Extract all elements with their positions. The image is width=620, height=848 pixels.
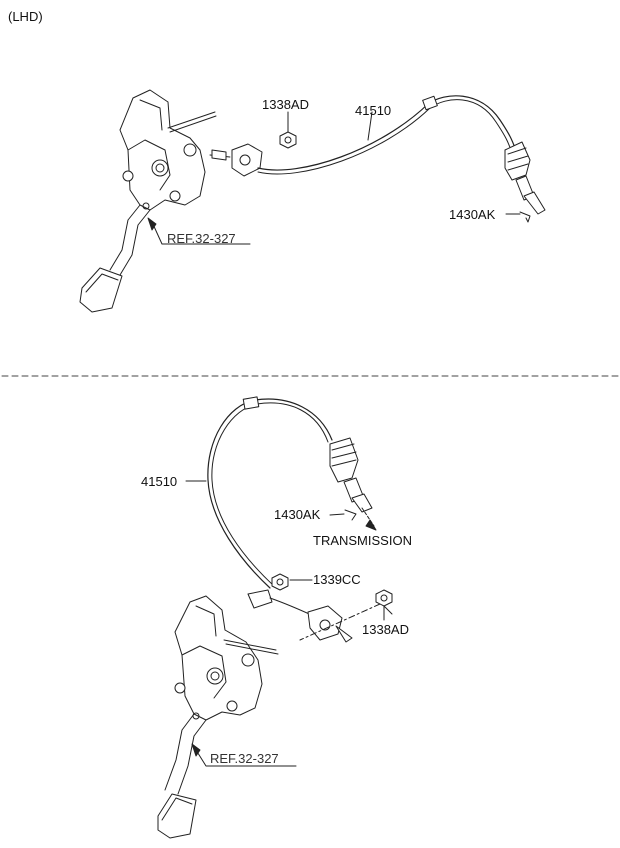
bottom-nut-1338ad <box>375 589 393 607</box>
bottom-part-label-1339cc: 1339CC <box>313 572 361 587</box>
bottom-cable-41510 <box>207 398 333 589</box>
top-pedal-assembly <box>79 89 217 313</box>
bottom-part-label-1430ak: 1430AK <box>274 507 321 522</box>
bottom-pedal-assembly <box>157 595 279 839</box>
transmission-label: TRANSMISSION <box>313 533 412 548</box>
top-ref-arrow <box>151 221 251 245</box>
top-cable-end-fitting <box>211 143 263 177</box>
top-clip-1430ak <box>519 211 531 223</box>
top-part-label-1338ad: 1338AD <box>262 97 309 112</box>
bottom-part-label-1338ad: 1338AD <box>362 622 409 637</box>
top-part-label-41510: 41510 <box>355 103 392 118</box>
variant-label: (LHD) <box>8 9 43 24</box>
bottom-part-label-41510: 41510 <box>141 474 178 489</box>
bottom-transmission-end-fitting <box>329 437 373 513</box>
bottom-ref-label: REF.32-327 <box>210 751 279 766</box>
top-ref-label: REF.32-327 <box>167 231 236 246</box>
top-transmission-end-fitting <box>504 141 546 215</box>
bottom-cable-end-fitting <box>247 589 353 643</box>
bottom-clip-1430ak <box>344 509 357 521</box>
top-part-label-1430ak: 1430AK <box>449 207 496 222</box>
bottom-ref-arrow <box>195 749 297 767</box>
top-nut-1338ad <box>279 131 297 149</box>
top-cable-41510 <box>257 95 516 171</box>
bottom-nut-1339cc <box>271 573 289 591</box>
